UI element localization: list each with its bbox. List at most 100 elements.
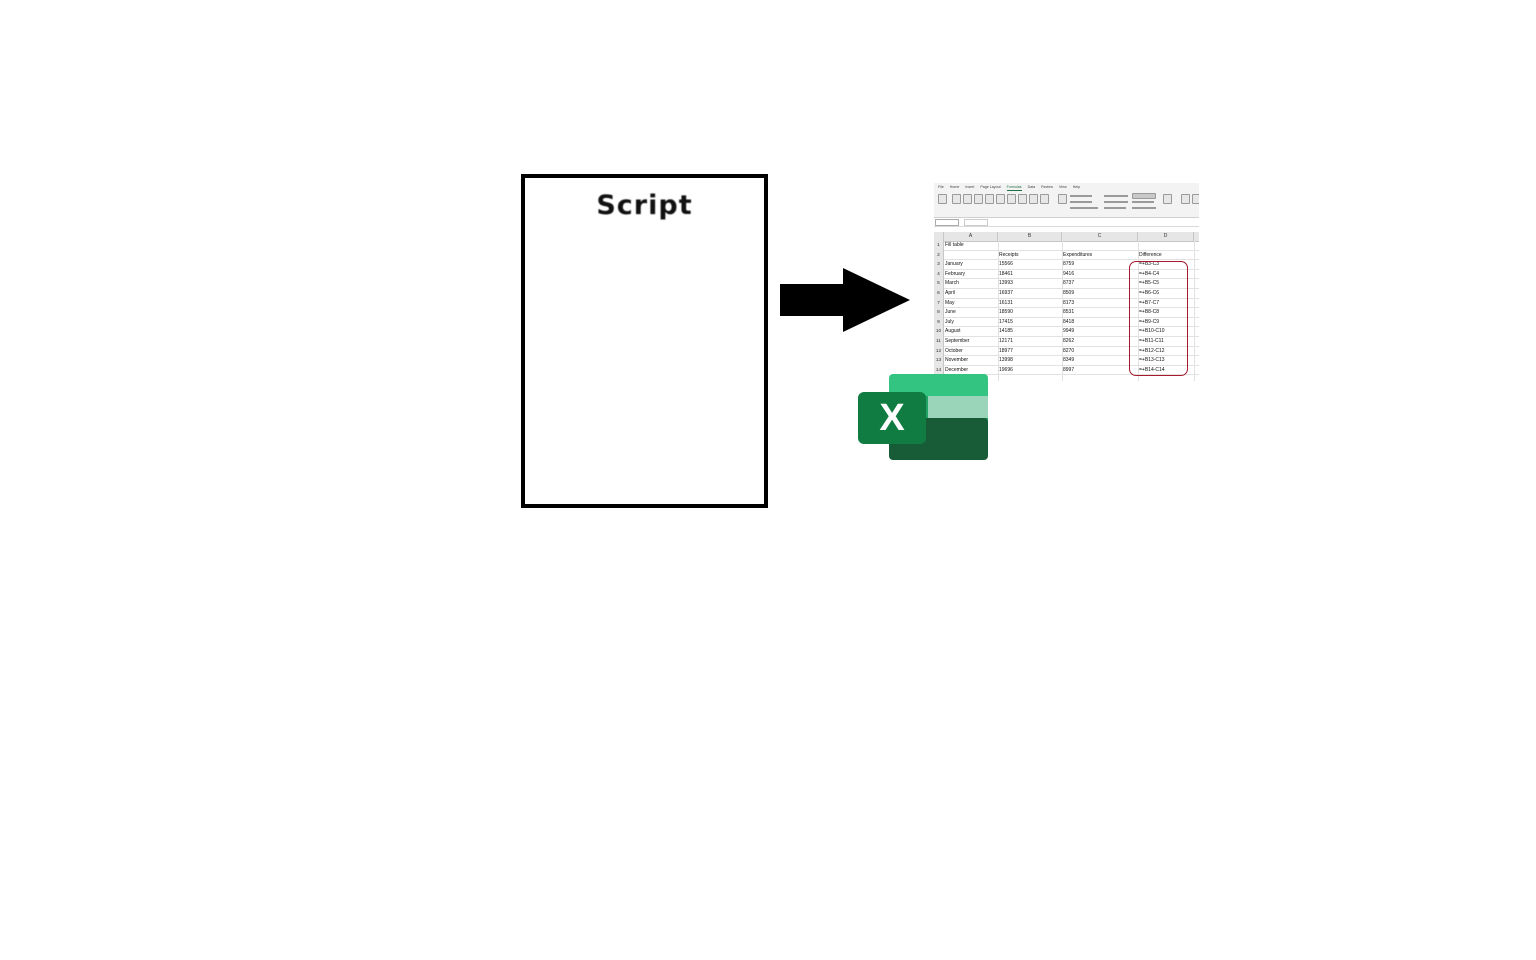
row-number: 6 <box>934 289 944 299</box>
date-time-icon <box>1007 194 1016 204</box>
cell-b7: 16131 <box>999 299 1013 306</box>
row-number: 11 <box>934 337 944 347</box>
cell-c3: 8759 <box>1063 261 1075 268</box>
use-in-formula-line <box>1070 201 1092 203</box>
cell-c12: 8270 <box>1063 347 1075 354</box>
cell-b1 <box>998 241 1062 251</box>
cell-d1 <box>1138 241 1194 251</box>
financial-icon <box>974 194 983 204</box>
ribbon-tab-home: Home <box>949 185 960 189</box>
row-number: 14 <box>934 365 944 376</box>
cell-a11: September <box>945 338 970 344</box>
recently-used-icon <box>963 194 972 204</box>
watch-window-icon <box>1163 194 1172 204</box>
name-box <box>935 219 959 226</box>
cell-a5: March <box>945 280 959 287</box>
show-formulas-button <box>1132 193 1156 199</box>
cell-b6: 16937 <box>999 290 1013 296</box>
cell-d3: =+B3-C3 <box>1139 261 1160 268</box>
cell-d8: =+B8-C8 <box>1139 309 1160 316</box>
row-number: 12 <box>934 346 944 357</box>
cell-b14: 19696 <box>999 366 1013 373</box>
math-trig-icon <box>1029 194 1038 204</box>
right-arrow-icon <box>780 268 910 332</box>
ribbon-tab-data: Data <box>1027 185 1036 189</box>
evaluate-formula-line <box>1132 207 1156 209</box>
formula-input <box>964 219 988 226</box>
cell-c5: 8737 <box>1063 280 1075 287</box>
cell-b3: 15566 <box>999 261 1013 268</box>
cell-d13: =+B13-C13 <box>1139 357 1165 364</box>
define-name-line <box>1070 195 1092 197</box>
column-header-a: A <box>944 232 998 241</box>
column-header-d: D <box>1138 232 1194 241</box>
cell-a7: May <box>945 299 955 306</box>
ribbon-tab-file: File <box>938 185 944 189</box>
row-number: 8 <box>934 308 944 318</box>
column-header-b: B <box>998 232 1062 241</box>
row-number: 4 <box>934 269 944 280</box>
gridline <box>1138 241 1139 381</box>
excel-logo-letter: X <box>879 397 905 439</box>
cell-b10: 14185 <box>999 328 1013 335</box>
ribbon-tab-review: Review <box>1041 185 1053 189</box>
cell-a1: Fill table <box>945 242 964 248</box>
cell-b11: 12171 <box>999 338 1013 344</box>
row-number: 3 <box>934 260 944 270</box>
cell-a8: June <box>945 309 956 316</box>
row-number: 1 <box>934 241 944 251</box>
cell-a12: October <box>945 347 963 354</box>
cell-b12: 18977 <box>999 347 1013 354</box>
cell-d4: =+B4-C4 <box>1139 270 1160 277</box>
row-number: 2 <box>934 250 944 261</box>
cell-a9: July <box>945 318 954 325</box>
insert-function-icon <box>938 194 947 204</box>
cell-b13: 13998 <box>999 357 1013 364</box>
cell-b2: Receipts <box>999 251 1019 258</box>
cell-d14: =+B14-C14 <box>1139 366 1165 373</box>
calculation-options-icon <box>1181 194 1190 204</box>
cell-d6: =+B6-C6 <box>1139 290 1160 296</box>
trace-precedents-line <box>1104 195 1128 197</box>
cell-d5: =+B5-C5 <box>1139 280 1160 287</box>
cell-a2 <box>944 251 998 261</box>
cell-c14: 8997 <box>1063 366 1075 373</box>
gridline <box>1194 241 1195 381</box>
cell-c9: 8418 <box>1063 318 1075 325</box>
name-manager-icon <box>1058 194 1067 204</box>
lookup-icon <box>1018 194 1027 204</box>
create-from-selection-line <box>1070 207 1098 209</box>
row-number: 10 <box>934 327 944 337</box>
ribbon-tab-page-layout: Page Layout <box>980 185 1001 189</box>
autosum-icon <box>952 194 961 204</box>
gridline <box>998 241 999 381</box>
more-functions-icon <box>1040 194 1049 204</box>
cell-c13: 8349 <box>1063 357 1075 364</box>
ribbon-tab-view: View <box>1058 185 1067 189</box>
cell-c2: Expenditures <box>1063 251 1093 258</box>
script-title: Script <box>596 190 693 221</box>
excel-logo-icon: X <box>858 374 988 460</box>
ribbon <box>934 191 1199 218</box>
gridline <box>1062 241 1063 381</box>
select-all-corner <box>934 232 944 241</box>
ribbon-tab-formulas: Formulas <box>1006 185 1022 191</box>
cell-c10: 9949 <box>1063 328 1075 335</box>
cell-a13: November <box>945 357 969 364</box>
cell-b8: 18590 <box>999 309 1013 316</box>
cell-a3: January <box>945 261 963 268</box>
